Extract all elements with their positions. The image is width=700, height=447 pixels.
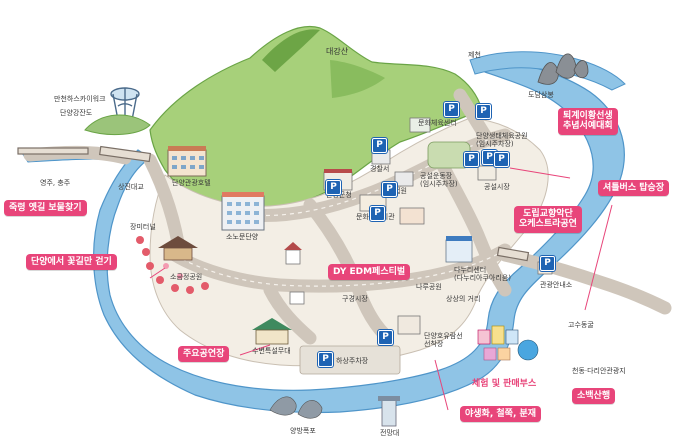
sono-building	[221, 192, 265, 231]
parking-icon: P	[540, 256, 555, 271]
road-bridge	[498, 248, 672, 315]
place-sogeum-park: 소금정공원	[170, 273, 203, 281]
parking-icon: P	[494, 152, 509, 167]
hotel-building	[167, 146, 207, 177]
skywalk	[110, 87, 140, 121]
place-county-office: 단양군청	[326, 191, 352, 199]
place-gyeongsan-market: 구경시장	[342, 295, 368, 303]
place-yeongju-chungju: 영주, 충주	[40, 179, 71, 187]
place-dodamsambong: 도담삼봉	[528, 91, 554, 99]
culture-sports-building	[409, 117, 431, 133]
place-hasang-parking: 하상주차장	[336, 357, 369, 365]
mountain-ridge	[330, 60, 385, 98]
parking-icon: P	[326, 180, 341, 195]
stage-building	[252, 318, 292, 345]
buildings	[158, 117, 553, 427]
booths-label: 체험 및 판매부스	[472, 379, 537, 389]
place-jecheon: 제천	[468, 51, 481, 59]
church-building	[284, 242, 302, 265]
place-cheondong: 천동·다리안관광지	[572, 367, 626, 375]
booths	[477, 325, 539, 361]
parking-icon: P	[318, 352, 333, 367]
small-building	[289, 291, 305, 305]
parking-icon: P	[370, 206, 385, 221]
pavilion	[158, 236, 198, 261]
place-yangbang-falls: 양방폭포	[290, 427, 316, 435]
callout-flower-walk: 단양에서 꽃길만 걷기	[26, 254, 117, 271]
parking-icon: P	[482, 150, 497, 165]
place-court: 법원	[394, 187, 407, 195]
place-daegangsan: 대강산	[326, 47, 349, 56]
place-manchen-skywalk: 만천하스카이워크	[54, 95, 106, 103]
callout-toegye: 퇴계이황선생 추념서예대회	[558, 108, 618, 135]
mountain-peak	[262, 29, 320, 72]
place-sangjin-bridge: 상진대교	[118, 183, 144, 191]
callout-sobaek-trail: 소백산행	[572, 388, 616, 405]
place-tour-info: 관광안내소	[540, 281, 573, 289]
place-gosu-cave: 고수동굴	[568, 321, 594, 329]
callout-night-market: 야생화, 철쭉, 분재	[460, 406, 542, 423]
sangjin-bridge	[99, 145, 151, 163]
parking-icon: P	[476, 104, 491, 119]
place-sports-park: 단양생태체육공원 (임시주차장)	[476, 132, 528, 149]
skywalk-hill	[84, 114, 151, 135]
west-long-bridge	[17, 147, 89, 155]
place-public-market: 공설시장	[484, 183, 510, 191]
road-south	[263, 283, 317, 345]
callout-edm: DY EDM페스티벌	[328, 264, 411, 281]
place-public-stadium: 공설운동장 (임시주차장)	[420, 172, 458, 189]
callout-shuttle: 셔틀버스 탑승장	[598, 180, 670, 197]
place-gangcheondo: 단양강잔도	[60, 109, 93, 117]
place-police: 경찰서	[370, 165, 390, 173]
place-sobaek-gallery: 소노문단양	[226, 233, 259, 241]
parking-icon: P	[378, 330, 393, 345]
bridges	[17, 145, 530, 262]
place-jeonmangdae: 전망대	[380, 429, 400, 437]
place-sugyeong-stage: 수변특설무대	[252, 347, 291, 355]
parking-icon: P	[464, 152, 479, 167]
place-culture-street: 상상의 거리	[446, 295, 481, 303]
danuri-building	[445, 236, 473, 263]
road-east	[433, 153, 512, 297]
dodamsambong-rocks	[537, 53, 589, 85]
place-jangmi-tunnel: 장미터널	[130, 223, 156, 231]
road-river-north	[453, 88, 495, 147]
callout-pointers	[149, 167, 613, 411]
place-tourist-hotel: 단양관광호텔	[172, 179, 211, 187]
place-danuri: 다누리센터 (다누리아쿠아리움)	[454, 266, 511, 283]
observatory-tower	[378, 396, 400, 427]
callout-orchestra: 도립교향악단 오케스트라공연	[514, 206, 582, 233]
ferry-building	[397, 315, 421, 335]
place-danyang-lake: 단양호유람선 선착장	[424, 332, 463, 349]
waterfall-rocks	[269, 396, 323, 419]
court-building	[394, 171, 414, 187]
orchestra-building	[399, 207, 425, 225]
callout-old-memories: 죽령 옛길 보물찾기	[4, 200, 87, 217]
place-nuri-park: 나루공원	[416, 283, 442, 291]
place-culture-sports: 문화체육센터	[418, 119, 457, 127]
parking-icon: P	[444, 102, 459, 117]
parking-icon: P	[372, 138, 387, 153]
parking-icon: P	[382, 182, 397, 197]
river-northeast	[469, 51, 626, 91]
market-building	[477, 165, 497, 181]
flower-garden	[136, 236, 209, 294]
east-bridge	[496, 246, 530, 262]
callout-main-stage: 주요공연장	[178, 346, 230, 363]
